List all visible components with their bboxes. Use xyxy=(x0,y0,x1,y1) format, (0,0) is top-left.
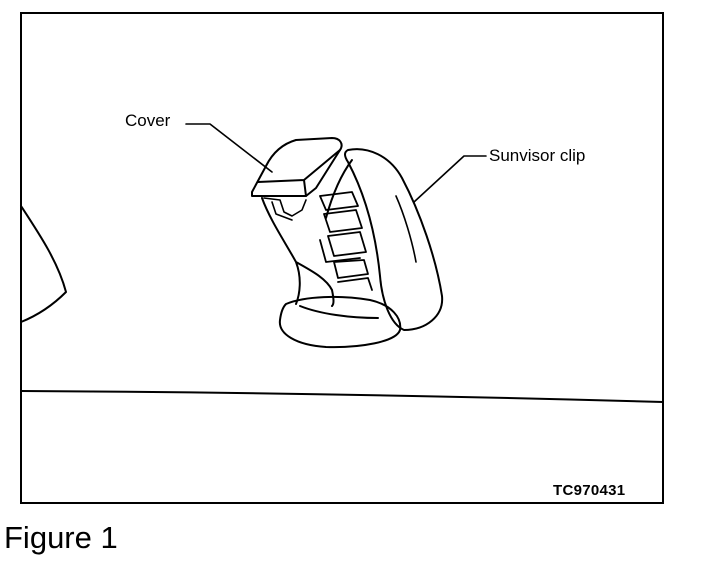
clip-leader-line xyxy=(413,155,487,203)
figure-caption: Figure 1 xyxy=(4,520,118,555)
cover-lid-edge xyxy=(257,149,341,197)
cover-hinge xyxy=(263,197,307,221)
clip-body xyxy=(261,197,335,307)
reference-code: TC970431 xyxy=(553,482,626,499)
clip-base-edge xyxy=(299,305,379,319)
pillar-trim-line xyxy=(20,205,67,323)
clip-base xyxy=(278,295,402,349)
cover-leader-line xyxy=(185,123,273,173)
latch-slots xyxy=(319,191,367,263)
clip-shell xyxy=(344,148,444,331)
roof-edge-line xyxy=(20,390,664,403)
sunvisor-clip-label: Sunvisor clip xyxy=(489,146,586,165)
latch-lower xyxy=(333,259,373,291)
cover-label: Cover xyxy=(125,111,171,130)
clip-shell-highlight xyxy=(395,195,417,263)
clip-shell-inner xyxy=(325,159,353,219)
figure-frame xyxy=(20,12,664,504)
